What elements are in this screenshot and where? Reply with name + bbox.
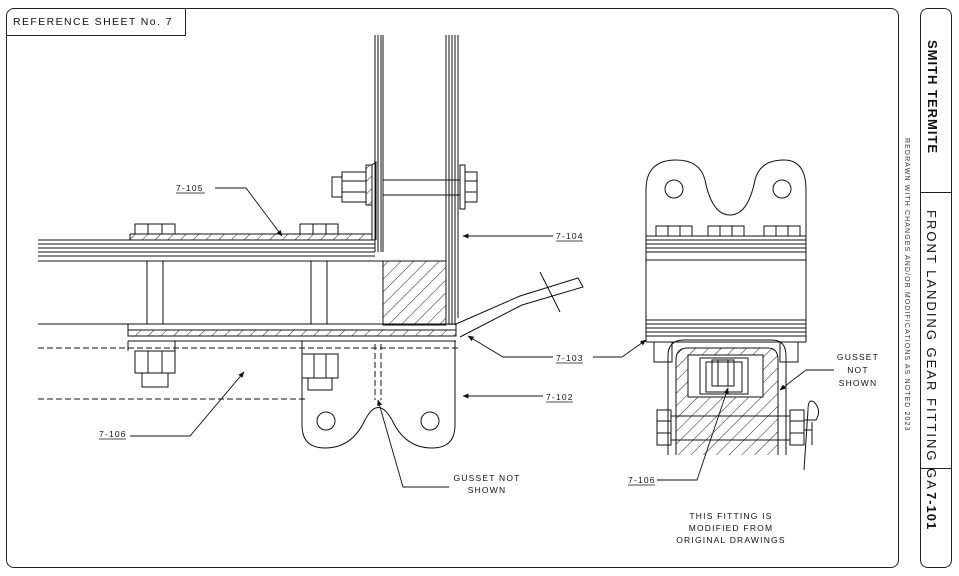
title-block-divider bbox=[921, 192, 951, 193]
modified-note: MODIFIED FROM bbox=[689, 523, 774, 533]
lower-nut bbox=[301, 353, 339, 391]
modified-note: ORIGINAL DRAWINGS bbox=[676, 535, 786, 545]
callout-7-102: 7-102 bbox=[546, 392, 574, 402]
top-plate-bolt bbox=[134, 223, 176, 235]
leader-7-103-right bbox=[593, 339, 647, 358]
upper-horizontal-member bbox=[38, 239, 383, 262]
gusset-note-left: GUSSET NOT bbox=[453, 473, 520, 483]
lug-hole bbox=[772, 179, 792, 199]
drawing-border bbox=[6, 8, 899, 568]
top-plate-bolt bbox=[299, 223, 339, 235]
leader-7-106-left bbox=[130, 371, 245, 437]
lower-lug bbox=[301, 341, 456, 449]
reference-sheet-label: REFERENCE SHEET No. 7 bbox=[6, 8, 186, 36]
lug-hole bbox=[420, 411, 440, 431]
leader-gusset-right bbox=[779, 369, 834, 391]
leader-7-103 bbox=[467, 335, 553, 358]
leader-gusset-left bbox=[377, 399, 449, 488]
title-block-divider bbox=[921, 468, 951, 469]
right-lower-channel bbox=[653, 339, 799, 455]
top-angle-plate bbox=[129, 161, 377, 241]
hidden-lines bbox=[38, 344, 460, 400]
lug-hole bbox=[664, 179, 684, 199]
right-upper-lugs bbox=[645, 159, 807, 242]
title-block bbox=[920, 8, 952, 568]
right-clamp-body bbox=[645, 235, 807, 343]
upper-through-bolt bbox=[331, 164, 478, 210]
callout-7-106-left: 7-106 bbox=[99, 429, 127, 439]
aircraft-title: SMITH TERMITE bbox=[925, 40, 940, 155]
leader-7-105 bbox=[215, 187, 283, 237]
callout-7-105: 7-105 bbox=[176, 183, 204, 193]
callout-7-106-right: 7-106 bbox=[628, 475, 656, 485]
redraw-note: REDRAWN WITH CHANGES AND/OR MODIFICATION… bbox=[903, 138, 910, 432]
lower-horizontal-member bbox=[38, 271, 584, 342]
callout-7-103: 7-103 bbox=[556, 353, 584, 363]
modified-note: THIS FITTING IS bbox=[689, 511, 772, 521]
lower-nut bbox=[127, 341, 176, 388]
drawing-subtitle: FRONT LANDING GEAR FITTING GA bbox=[924, 210, 939, 491]
right-lower-bolt bbox=[656, 400, 820, 471]
right-top-bolt bbox=[655, 225, 801, 237]
gusset-note-right: NOT bbox=[847, 365, 869, 375]
gusset-note-left: SHOWN bbox=[468, 485, 507, 495]
hatched-block bbox=[382, 260, 447, 326]
lug-hole bbox=[316, 411, 336, 431]
gusset-note-right: SHOWN bbox=[839, 378, 878, 388]
callout-7-104: 7-104 bbox=[556, 231, 584, 241]
leader-7-106-right bbox=[657, 387, 729, 481]
sheet-number: 7-101 bbox=[924, 492, 939, 531]
gusset-note-right: GUSSET bbox=[837, 352, 879, 362]
